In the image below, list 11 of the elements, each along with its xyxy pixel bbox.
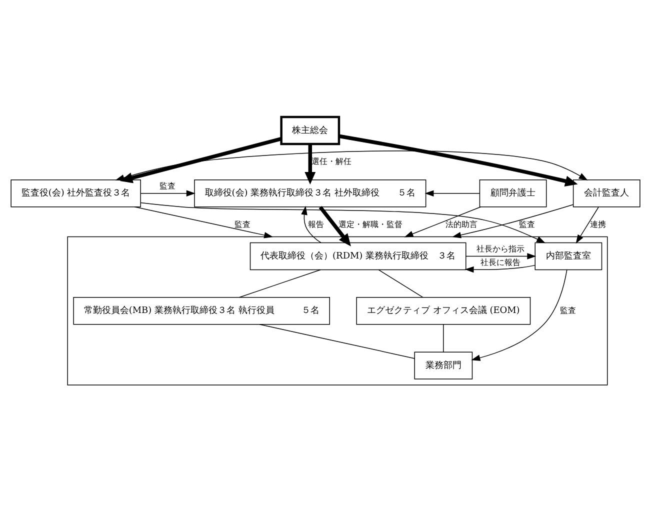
edge-label: 監査 — [160, 180, 176, 191]
edge-label: 社長に報告 — [480, 257, 520, 268]
edge-label: 選定・解職・監督 — [338, 218, 402, 229]
edge-label: 選任・解任 — [311, 156, 352, 166]
edge-label: 監査 — [234, 218, 250, 229]
edge-label: 社長から指示 — [476, 244, 524, 254]
edge-label: 監査 — [518, 218, 535, 229]
edge-label: 法的助言 — [445, 218, 478, 229]
edge-label: 報告 — [308, 218, 324, 229]
edge-label: 連携 — [590, 218, 606, 229]
edge-label: 監査 — [560, 304, 576, 315]
